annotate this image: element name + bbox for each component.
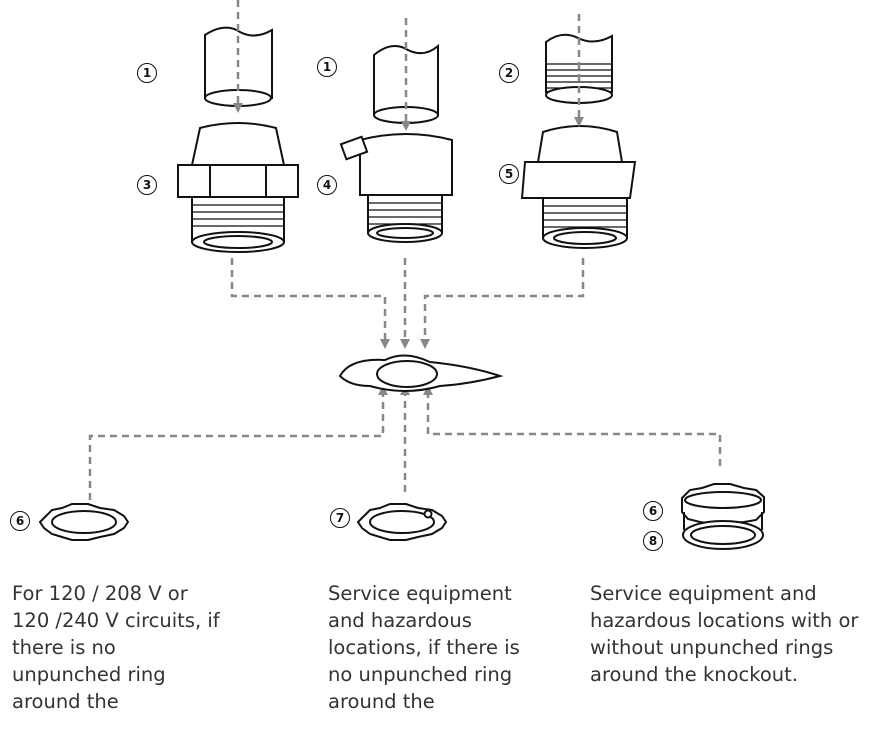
locknut-with-bushing: [681, 483, 765, 550]
connector-paths: [88, 258, 722, 500]
enclosure-knockout: [338, 354, 504, 392]
caption-middle: Service equipment and hazardous location…: [328, 582, 520, 713]
label-marker-1: 1: [137, 63, 157, 83]
caption-left: For 120 / 208 V or 120 /240 V circuits, …: [12, 582, 220, 713]
threaded-hub: [520, 125, 637, 249]
label-marker-2: 2: [499, 63, 519, 83]
insert-arrows: [233, 0, 584, 131]
label-marker-3: 3: [137, 175, 157, 195]
label-marker-6: 6: [10, 511, 30, 531]
locknut-left: [38, 503, 130, 541]
label-marker-8: 8: [643, 531, 663, 551]
setscrew-connector: [339, 133, 453, 243]
label-marker-4: 4: [317, 175, 337, 195]
compression-connector: [177, 122, 299, 253]
label-marker-6: 6: [643, 501, 663, 521]
caption-right: Service equipment and hazardous location…: [590, 582, 859, 686]
grounding-locknut: [356, 503, 448, 541]
label-marker-5: 5: [499, 164, 519, 184]
label-marker-1: 1: [317, 57, 337, 77]
label-marker-7: 7: [330, 508, 350, 528]
